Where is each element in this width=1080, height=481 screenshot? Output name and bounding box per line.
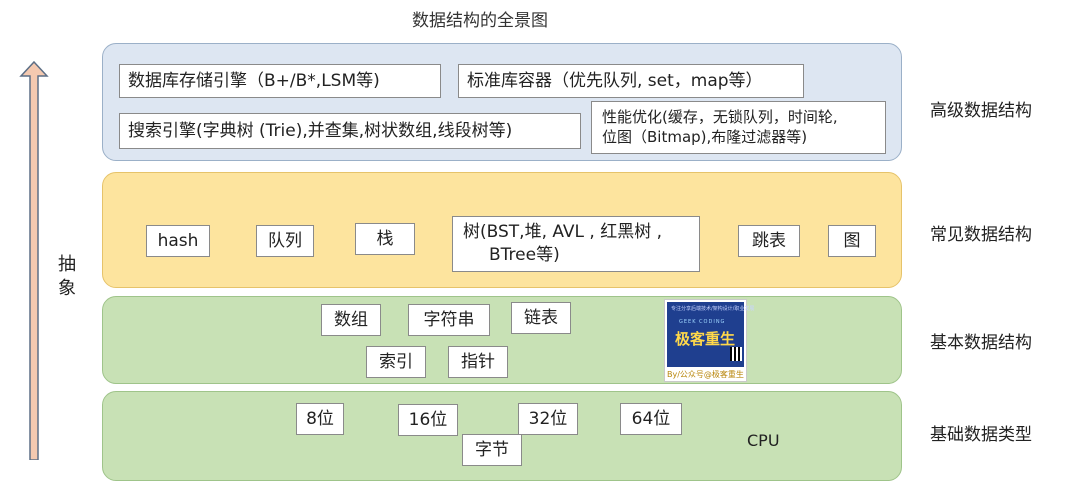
label-primitive: 基础数据类型 [930,425,1032,445]
item-8bit: 8位 [296,403,344,435]
item-hash: hash [146,225,210,257]
item-db-storage-engine: 数据库存储引擎（B+/B*,LSM等) [119,64,441,98]
item-pointer: 指针 [448,346,508,378]
abstraction-label: 抽 象 [58,254,76,299]
label-basic: 基本数据结构 [930,333,1032,353]
item-linked-list: 链表 [511,302,571,334]
layer-basic [102,296,902,384]
item-32bit: 32位 [518,403,578,435]
label-advanced: 高级数据结构 [930,101,1032,121]
item-queue: 队列 [256,225,314,257]
logo-panel: 专注分享后端技术/架构设计/职业发展 GEEK CODING 极客重生 [667,302,754,367]
item-byte: 字节 [462,434,522,466]
brand-logo: 专注分享后端技术/架构设计/职业发展 GEEK CODING 极客重生 By/公… [664,299,754,382]
item-string: 字符串 [408,304,490,336]
item-index: 索引 [366,346,426,378]
cpu-label: CPU [747,431,780,450]
item-search-engine: 搜索引擎(字典树 (Trie),并查集,树状数组,线段树等) [119,113,581,149]
abstraction-arrow [19,60,49,460]
qr-code-icon [730,347,742,361]
diagram-title: 数据结构的全景图 [412,11,548,31]
item-64bit: 64位 [620,403,682,435]
item-array: 数组 [321,304,381,336]
item-performance: 性能优化(缓存，无锁队列，时间轮, 位图（Bitmap),布隆过滤器等) [591,101,886,154]
item-stack: 栈 [355,223,415,255]
item-graph: 图 [828,225,876,257]
item-skiplist: 跳表 [738,225,800,257]
item-16bit: 16位 [398,404,458,436]
item-tree: 树(BST,堆, AVL , 红黑树 , BTree等) [452,216,700,272]
item-stdlib-containers: 标准库容器（优先队列, set，map等） [458,64,804,98]
label-common: 常见数据结构 [930,225,1032,245]
